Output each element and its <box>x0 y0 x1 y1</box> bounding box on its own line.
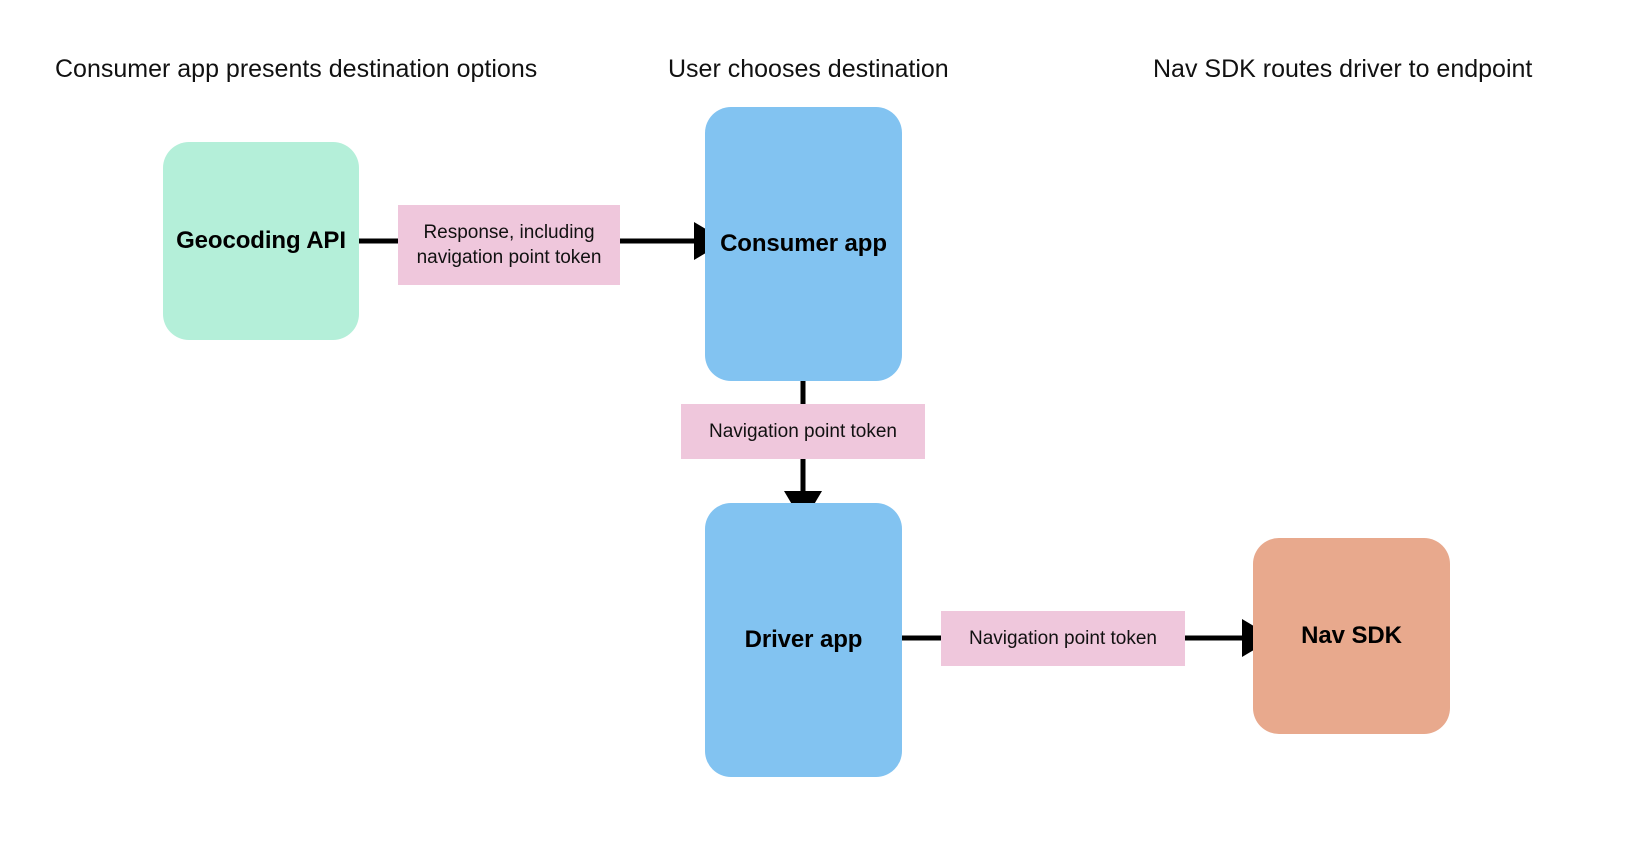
node-geocoding-api-label: Geocoding API <box>176 227 346 254</box>
node-driver-app-label: Driver app <box>744 626 863 653</box>
node-consumer-app-label: Consumer app <box>720 230 887 257</box>
column-heading-navsdk: Nav SDK routes driver to endpoint <box>1153 55 1533 83</box>
edge-label-text: Navigation point token <box>968 628 1157 649</box>
node-nav-sdk[interactable]: Nav SDK <box>1253 538 1450 734</box>
column-heading-user: User chooses destination <box>668 55 949 83</box>
column-heading-consumer: Consumer app presents destination option… <box>55 55 538 83</box>
edge-label-navigation-point-token-consumer-to-driver: Navigation point token <box>681 404 925 459</box>
edge-label-text: Response, including navigation point tok… <box>416 222 602 268</box>
node-nav-sdk-label: Nav SDK <box>1301 622 1402 649</box>
edge-label-text: Navigation point token <box>708 421 897 442</box>
node-driver-app[interactable]: Driver app <box>705 503 902 777</box>
node-geocoding-api[interactable]: Geocoding API <box>163 142 359 340</box>
edge-label-navigation-point-token-driver-to-navsdk: Navigation point token <box>941 611 1185 666</box>
node-consumer-app[interactable]: Consumer app <box>705 107 902 381</box>
edge-label-response-including-navigation-point-token: Response, including navigation point tok… <box>398 205 620 285</box>
